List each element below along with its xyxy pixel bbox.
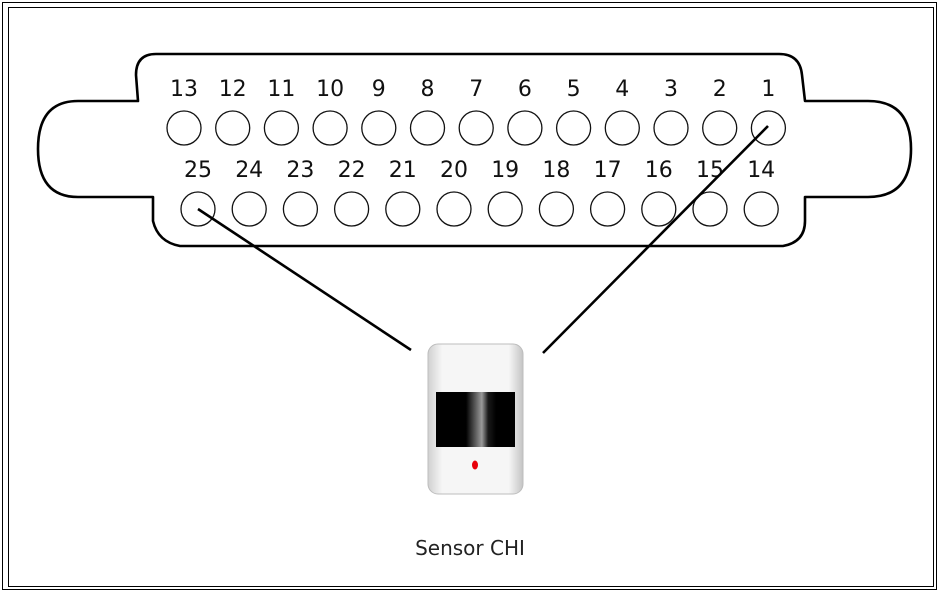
wire-pin-25 [197, 207, 412, 352]
pin-label-18: 18 [542, 158, 570, 183]
pin-label-16: 16 [645, 158, 673, 183]
pin-22 [333, 191, 370, 227]
pin-label-14: 14 [747, 158, 775, 183]
pin-label-25: 25 [184, 158, 212, 183]
inner-frame [8, 7, 934, 587]
pin-label-22: 22 [338, 158, 366, 183]
pin-label-19: 19 [491, 158, 519, 183]
wire-pin-1 [542, 125, 769, 354]
pin-label-12: 12 [219, 77, 247, 102]
pin-label-1: 1 [761, 77, 775, 102]
pin-8 [409, 110, 446, 146]
pin-4 [604, 110, 640, 146]
pin-label-5: 5 [567, 77, 581, 102]
pin-17 [589, 191, 626, 227]
pin-23 [282, 191, 319, 227]
top-pin-row: 13 12 11 10 9 8 7 6 5 4 3 2 1 [166, 77, 787, 146]
sensor-led-indicator [472, 460, 478, 470]
pin-label-21: 21 [389, 158, 417, 183]
pin-label-2: 2 [713, 77, 727, 102]
pin-label-17: 17 [594, 158, 622, 183]
pin-label-4: 4 [615, 77, 629, 102]
pin-6 [507, 110, 543, 146]
pin-21 [385, 191, 421, 227]
pin-10 [312, 110, 348, 146]
pin-14 [743, 191, 779, 227]
pin-label-3: 3 [664, 77, 678, 102]
pin-1 [750, 110, 787, 146]
pin-11 [263, 110, 300, 146]
pin-3 [653, 110, 689, 146]
pin-label-11: 11 [267, 77, 295, 102]
pin-label-7: 7 [469, 77, 483, 102]
pin-24 [231, 191, 267, 227]
pin-label-10: 10 [316, 77, 344, 102]
pin-label-23: 23 [286, 158, 314, 183]
pin-label-20: 20 [440, 158, 468, 183]
pin-label-9: 9 [372, 77, 386, 102]
pin-label-13: 13 [170, 77, 198, 102]
sensor-label: Sensor CHI [415, 536, 525, 560]
sensor-lens [436, 392, 515, 447]
pin-13 [166, 110, 202, 146]
pin-12 [215, 110, 251, 146]
pin-16 [641, 191, 677, 227]
pin-2 [702, 110, 738, 146]
pin-18 [538, 191, 575, 227]
pin-7 [458, 110, 494, 146]
pir-sensor-icon [427, 343, 524, 495]
pin-5 [555, 110, 592, 146]
pin-9 [361, 110, 397, 146]
pin-label-24: 24 [235, 158, 263, 183]
pin-19 [487, 191, 523, 227]
pin-15 [692, 191, 728, 227]
pin-label-8: 8 [421, 77, 435, 102]
pin-label-6: 6 [518, 77, 532, 102]
pin-20 [436, 191, 472, 227]
pin-label-15: 15 [696, 158, 724, 183]
